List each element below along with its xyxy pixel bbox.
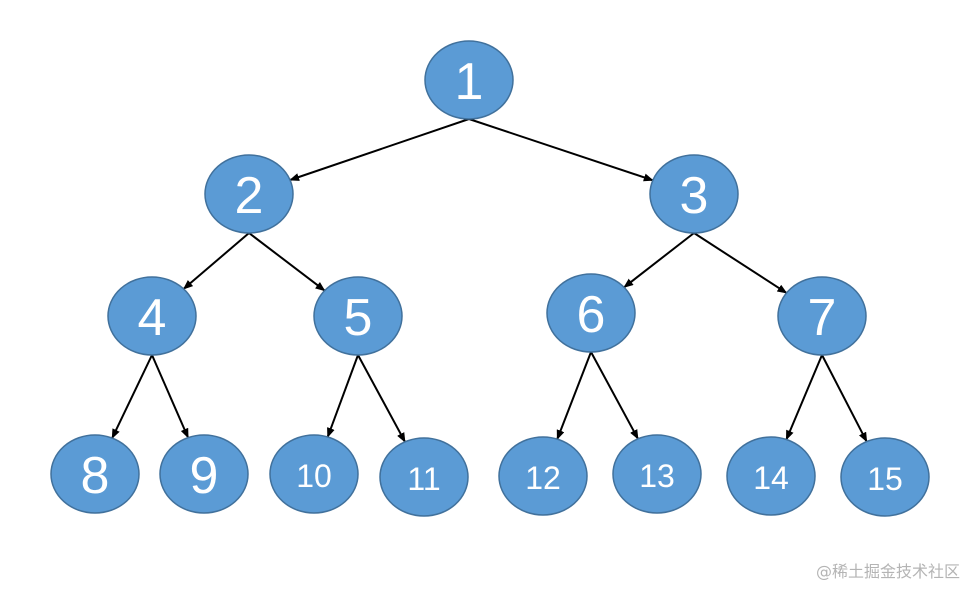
node-circle-15 <box>840 437 930 517</box>
edges-layer <box>111 118 868 443</box>
node-circle-10 <box>269 434 359 514</box>
edge-6-13 <box>590 351 639 440</box>
node-label-2: 2 <box>235 167 264 225</box>
node-label-11: 11 <box>407 461 440 497</box>
edge-2-5 <box>248 232 326 292</box>
node-circle-13 <box>612 434 702 514</box>
tree-node-7: 7 <box>777 276 867 356</box>
tree-node-14: 14 <box>726 436 816 516</box>
tree-node-10: 10 <box>269 434 359 514</box>
edge-2-4 <box>182 232 250 290</box>
node-circle-5 <box>313 276 403 356</box>
tree-node-1: 1 <box>424 40 514 120</box>
node-circle-9 <box>159 434 249 514</box>
node-circle-3 <box>649 154 739 234</box>
edge-3-7 <box>693 232 788 294</box>
tree-node-9: 9 <box>159 434 249 514</box>
node-label-13: 13 <box>639 458 675 494</box>
node-circle-7 <box>777 276 867 356</box>
watermark: @稀土掘金技术社区 <box>815 562 960 581</box>
edge-7-14 <box>785 354 823 441</box>
node-label-5: 5 <box>344 289 373 347</box>
node-circle-11 <box>379 437 469 517</box>
node-circle-12 <box>498 436 588 516</box>
edge-7-15 <box>821 354 868 443</box>
node-circle-4 <box>107 276 197 356</box>
edge-5-11 <box>357 354 406 443</box>
tree-node-6: 6 <box>546 273 636 353</box>
edge-5-10 <box>326 354 359 438</box>
tree-node-12: 12 <box>498 436 588 516</box>
node-label-4: 4 <box>138 289 167 347</box>
tree-node-2: 2 <box>204 154 294 234</box>
node-label-8: 8 <box>81 447 110 505</box>
tree-node-4: 4 <box>107 276 197 356</box>
tree-node-3: 3 <box>649 154 739 234</box>
node-label-3: 3 <box>680 167 709 225</box>
tree-node-8: 8 <box>50 434 140 514</box>
node-circle-6 <box>546 273 636 353</box>
edge-1-2 <box>289 118 470 181</box>
tree-node-15: 15 <box>840 437 930 517</box>
tree-node-13: 13 <box>612 434 702 514</box>
node-label-10: 10 <box>296 458 332 494</box>
edge-4-9 <box>151 354 190 439</box>
tree-node-5: 5 <box>313 276 403 356</box>
node-label-12: 12 <box>525 460 561 496</box>
edge-4-8 <box>111 354 153 440</box>
node-circle-8 <box>50 434 140 514</box>
node-label-15: 15 <box>867 461 903 497</box>
node-label-1: 1 <box>455 53 484 111</box>
node-label-9: 9 <box>190 447 219 505</box>
node-label-14: 14 <box>753 460 789 496</box>
node-label-6: 6 <box>577 286 606 344</box>
tree-node-11: 11 <box>379 437 469 517</box>
edge-1-3 <box>468 118 654 182</box>
edge-3-6 <box>623 232 695 289</box>
node-circle-1 <box>424 40 514 120</box>
node-circle-14 <box>726 436 816 516</box>
node-circle-2 <box>204 154 294 234</box>
node-label-7: 7 <box>808 289 837 347</box>
edge-6-12 <box>556 351 592 441</box>
